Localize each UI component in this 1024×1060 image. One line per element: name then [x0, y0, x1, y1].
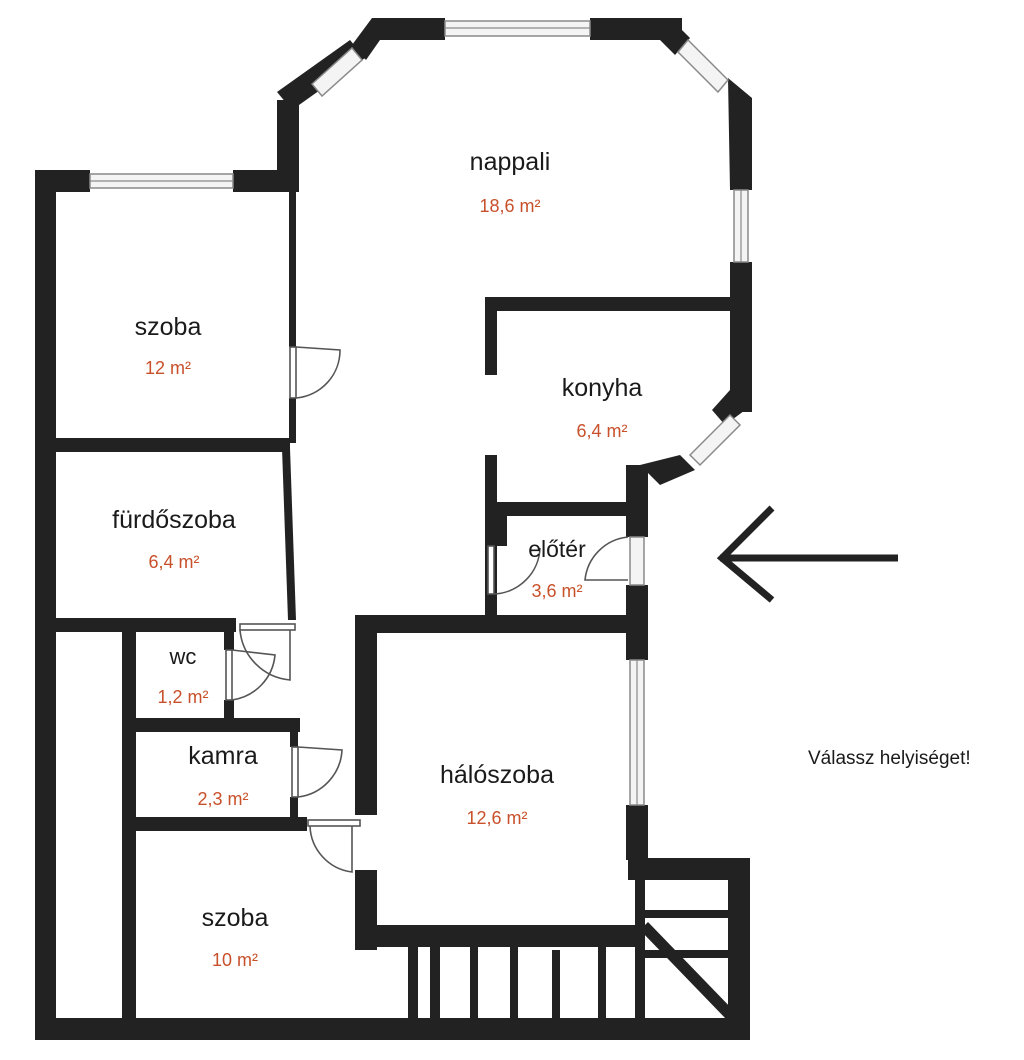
room-select-prompt: Válassz helyiséget! [808, 748, 971, 769]
room-area-wc: 1,2 m² [157, 687, 208, 707]
room-name-konyha: konyha [562, 374, 643, 402]
room-area-furdoszoba: 6,4 m² [148, 552, 199, 572]
room-furdoszoba[interactable] [57, 452, 288, 618]
walls [35, 18, 752, 1040]
room-area-konyha: 6,4 m² [576, 421, 627, 441]
room-name-furdoszoba: fürdőszoba [112, 506, 236, 534]
room-name-wc: wc [169, 644, 197, 669]
room-area-szoba-2: 10 m² [212, 950, 258, 970]
room-name-kamra: kamra [188, 742, 258, 770]
room-name-haloszoba: hálószoba [440, 761, 554, 789]
room-name-szoba-2: szoba [202, 904, 269, 932]
room-name-nappali: nappali [470, 148, 551, 176]
room-name-szoba-1: szoba [135, 313, 202, 341]
room-area-nappali: 18,6 m² [479, 196, 540, 216]
room-area-haloszoba: 12,6 m² [466, 808, 527, 828]
room-area-kamra: 2,3 m² [197, 789, 248, 809]
arrow-left-icon [716, 505, 898, 603]
room-area-szoba-1: 12 m² [145, 358, 191, 378]
doors [225, 346, 629, 873]
room-labels: nappali 18,6 m² szoba 12 m² konyha 6,4 m… [112, 148, 642, 970]
room-area-eloter: 3,6 m² [531, 581, 582, 601]
room-name-eloter: előtér [528, 536, 586, 562]
room-konyha[interactable] [497, 312, 728, 502]
windows [89, 20, 749, 806]
